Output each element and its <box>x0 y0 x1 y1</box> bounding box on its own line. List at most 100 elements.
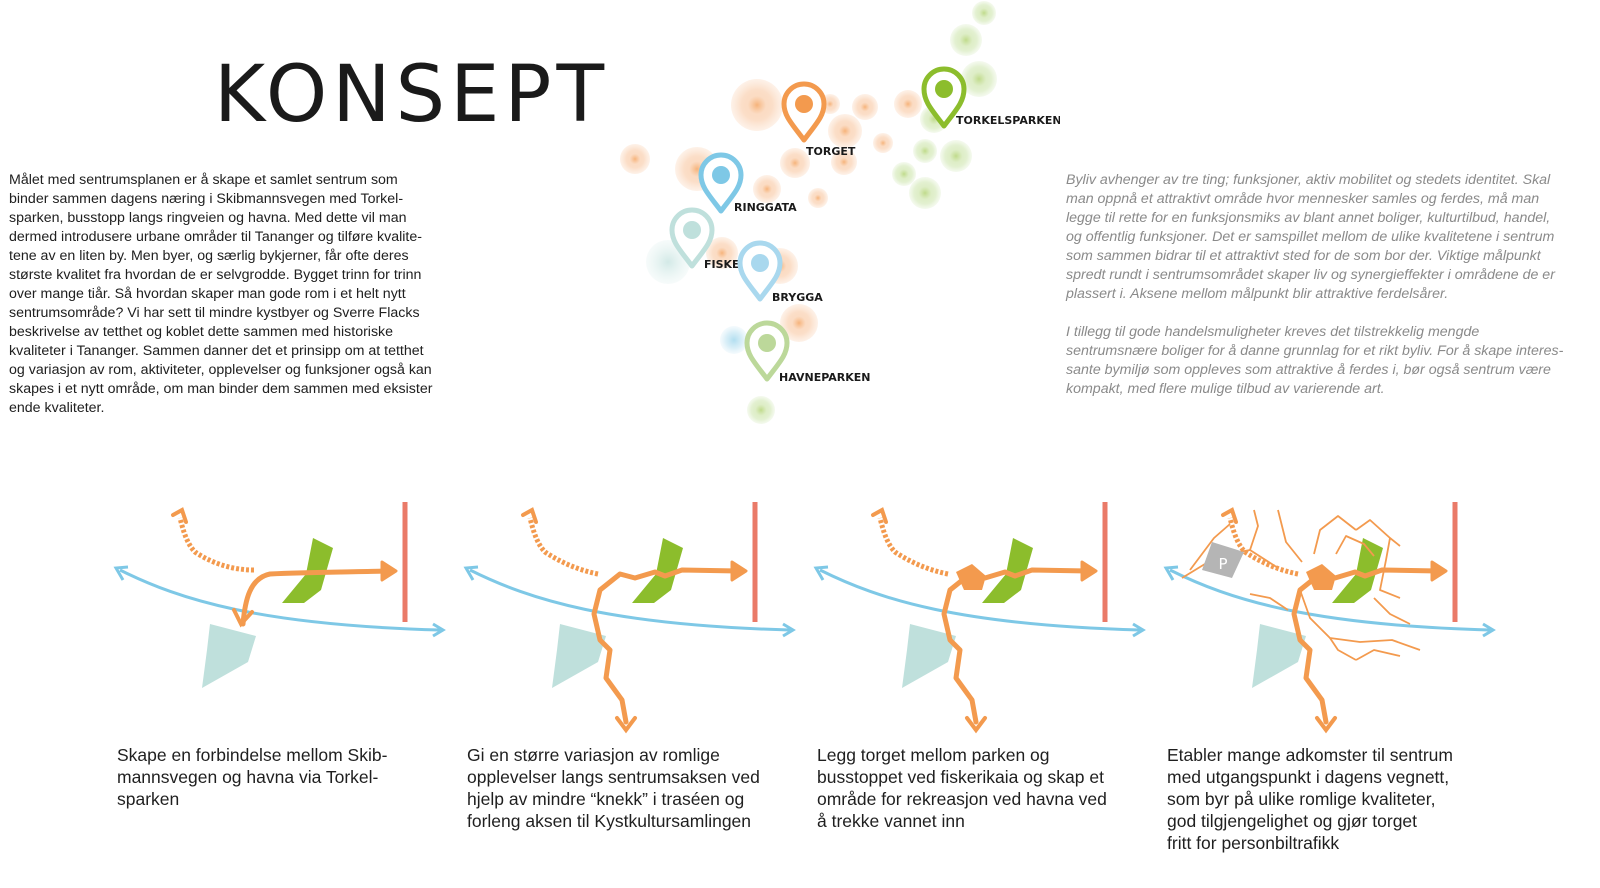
arrow-head-icon <box>171 507 188 524</box>
arrow-head-icon <box>1080 560 1098 582</box>
arrow-right-icon <box>782 622 796 638</box>
intro-line: binder sammen dagens næring i Skibmannsv… <box>9 191 404 207</box>
arrow-left-icon <box>463 565 479 581</box>
intro-line: beskrivelse av tetthet og koblet dette s… <box>9 324 394 340</box>
arrow-head-icon <box>232 608 254 628</box>
pin-label: TORKELSPARKEN <box>956 114 1060 127</box>
intro-line: største kvalitet fra hvordan de er selvg… <box>9 267 422 283</box>
arrow-left-icon <box>1163 565 1179 581</box>
caption-line: Skape en forbindelse mellom Skib- <box>117 745 388 765</box>
side-line: sante bymiljø som oppleves som attraktiv… <box>1066 362 1551 378</box>
map-circles <box>620 1 997 424</box>
main-axis <box>591 567 741 725</box>
arrow-head-icon <box>380 560 398 582</box>
arrow-left-icon <box>113 565 129 581</box>
intro-line: Målet med sentrumsplanen er å skape et s… <box>9 172 398 188</box>
side-line: sentrumsnære boliger for å danne grunnla… <box>1066 343 1564 359</box>
side-line: plassert i. Aksene mellom målpunkt blir … <box>1066 286 1449 302</box>
side-line: kompakt, med flere mulige tilbud av vari… <box>1066 381 1385 397</box>
arrow-head-icon <box>871 507 888 524</box>
pin-label: TORGET <box>806 145 856 158</box>
caption-line: å trekke vannet inn <box>817 811 965 831</box>
side-text: Byliv avhenger av tre ting; funksjoner, … <box>1066 171 1586 399</box>
ring-road <box>119 568 441 632</box>
caption-line: mannsvegen og havna via Torkel- <box>117 767 379 787</box>
intro-line: sentrumsområde? Vi har sett til mindre k… <box>9 305 420 321</box>
page-title: KONSEPT <box>214 50 610 140</box>
concept-diagram-1 <box>113 502 446 688</box>
side-paragraph-1: Byliv avhenger av tre ting; funksjoner, … <box>1066 171 1586 304</box>
pin-label: RINGGATA <box>734 201 797 214</box>
parking-label: P <box>1218 555 1227 573</box>
concept-map: TORGET TORKELSPARKEN RINGGATA FISKERIKAI… <box>620 1 1060 424</box>
intro-line: og variasjon av rom, aktiviteter, opplev… <box>9 362 432 378</box>
intro-line: skapes i et nytt område, om man binder d… <box>9 381 433 397</box>
caption-line: fritt for personbiltrafikk <box>1167 833 1340 853</box>
intro-line: kvaliteter i Tananger. Sammen danner det… <box>9 343 424 359</box>
pin-torkelsparken: TORKELSPARKEN <box>921 66 1060 129</box>
water-area <box>552 624 606 688</box>
intro-line: sparken, busstopp langs ringveien og hav… <box>9 210 407 226</box>
caption-line: opplevelser langs sentrumsaksen ved <box>467 767 760 787</box>
arrow-head-icon <box>730 560 748 582</box>
dashed-axis <box>877 517 949 577</box>
arrow-head-icon <box>1315 716 1337 734</box>
arrow-right-icon <box>1482 622 1496 638</box>
concept-diagram-3 <box>813 502 1146 734</box>
intro-line: tene av en liten by. Men byer, og særlig… <box>9 248 409 264</box>
diagram-1-caption: Skape en forbindelse mellom Skib- mannsv… <box>117 744 437 810</box>
water-area <box>902 624 956 688</box>
ring-road <box>1169 568 1491 632</box>
main-axis <box>1291 567 1441 725</box>
diagram-4-caption: Etabler mange adkomster til sentrum med … <box>1167 744 1487 854</box>
dashed-axis <box>527 517 599 577</box>
pin-torget: TORGET <box>781 81 856 158</box>
side-line: Byliv avhenger av tre ting; funksjoner, … <box>1066 172 1551 188</box>
pin-brygga: BRYGGA <box>737 240 823 304</box>
intro-line: over mange tiår. Så hvordan skaper man g… <box>9 286 406 302</box>
ring-road <box>819 568 1141 632</box>
diagram-2-caption: Gi en større variasjon av romlige opplev… <box>467 744 787 832</box>
pin-label: HAVNEPARKEN <box>779 371 871 384</box>
caption-line: Legg torget mellom parken og <box>817 745 1050 765</box>
pin-ringgata: RINGGATA <box>698 152 797 214</box>
caption-line: med utgangspunkt i dagens vegnett, <box>1167 767 1450 787</box>
arrow-left-icon <box>813 565 829 581</box>
side-line: som sammen bidrar til et attraktivt sted… <box>1066 248 1541 264</box>
side-line: I tillegg til gode handelsmuligheter kre… <box>1066 324 1480 340</box>
water-area <box>202 624 256 688</box>
diagram-3-caption: Legg torget mellom parken og busstoppet … <box>817 744 1137 832</box>
intro-text: Målet med sentrumsplanen er å skape et s… <box>9 171 457 418</box>
caption-line: som byr på ulike romlige kvaliteter, <box>1167 789 1436 809</box>
water-area <box>1252 624 1306 688</box>
road-network <box>1181 509 1421 661</box>
caption-line: hjelp av mindre “knekk” i traséen og <box>467 789 745 809</box>
caption-line: Etabler mange adkomster til sentrum <box>1167 745 1453 765</box>
side-paragraph-2: I tillegg til gode handelsmuligheter kre… <box>1066 323 1586 399</box>
arrow-head-icon <box>1430 560 1448 582</box>
caption-line: busstoppet ved fiskerikaia og skap et <box>817 767 1104 787</box>
arrow-head-icon <box>965 716 987 734</box>
caption-line: sparken <box>117 789 180 809</box>
intro-line: dermed introdusere urbane områder til Ta… <box>9 229 422 245</box>
main-axis <box>941 567 1091 725</box>
caption-line: område for rekreasjon ved havna ved <box>817 789 1107 809</box>
square-area <box>1306 564 1336 590</box>
square-area <box>956 564 986 590</box>
caption-line: god tilgjengelighet og gjør torget <box>1167 811 1418 831</box>
arrow-head-icon <box>1221 507 1238 524</box>
arrow-head-icon <box>521 507 538 524</box>
parking-area <box>1202 542 1244 578</box>
dashed-axis <box>177 517 255 573</box>
arrow-head-icon <box>615 716 637 734</box>
pin-label: BRYGGA <box>772 291 823 304</box>
caption-line: Gi en større variasjon av romlige <box>467 745 720 765</box>
side-line: og offentlig funksjoner. Det er samspill… <box>1066 229 1555 245</box>
intro-line: ende kvaliteter. <box>9 400 105 416</box>
dashed-axis <box>1227 517 1299 577</box>
side-line: legge til rette for en funksjonsmiks av … <box>1066 210 1551 226</box>
side-line: man oppnå et attraktivt område hvor menn… <box>1066 191 1540 207</box>
concept-diagram-4: P <box>1163 502 1496 734</box>
concept-diagram-2 <box>463 502 796 734</box>
arrow-right-icon <box>1132 622 1146 638</box>
